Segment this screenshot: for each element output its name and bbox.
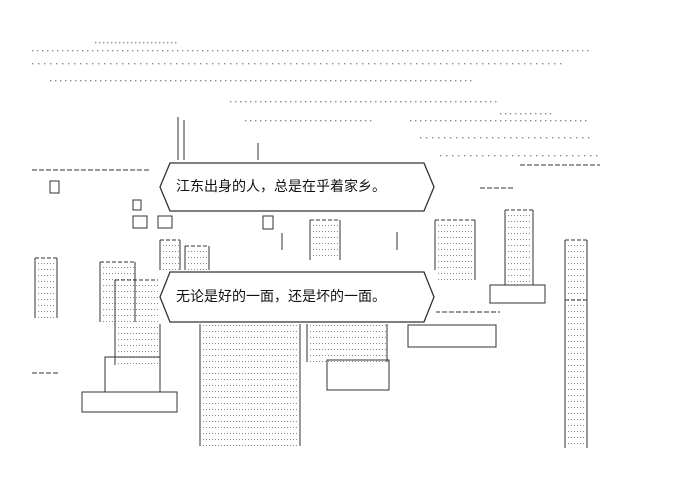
speech-bubble-2-text: 无论是好的一面，还是坏的一面。 [176, 289, 386, 305]
building-right-1 [434, 219, 476, 280]
stub-left-1 [49, 180, 60, 194]
building-left-3 [114, 279, 161, 365]
platform-far-right [489, 284, 546, 304]
sky-dots-10 [500, 113, 552, 115]
building-center-tower [199, 319, 301, 446]
building-center-right [306, 319, 388, 362]
sky-dots-1 [32, 50, 589, 52]
platform-center [326, 359, 390, 391]
building-mid-1 [184, 245, 210, 272]
speech-bubble-1-frame [159, 162, 435, 212]
stub-left-2 [132, 199, 142, 211]
building-left-1 [34, 257, 58, 318]
stub-mid-1 [262, 215, 274, 230]
speech-bubble-2-frame [159, 271, 435, 323]
stub-left-3 [132, 215, 148, 229]
sky-dots-7 [410, 120, 587, 122]
speech-bubble-1-text: 江东出身的人，总是在乎着家乡。 [176, 179, 386, 195]
building-left-2 [99, 261, 136, 322]
crate-left [104, 356, 161, 393]
sky-dots-8 [420, 137, 590, 139]
crate-left-base [81, 391, 178, 413]
sky-dots-5 [230, 101, 497, 103]
sky-dots-3 [32, 63, 562, 65]
building-right-tall [564, 299, 588, 448]
building-right-3 [564, 239, 588, 300]
speech-bubble-2: 无论是好的一面，还是坏的一面。 [158, 270, 436, 324]
speech-bubble-1: 江东出身的人，总是在乎着家乡。 [158, 161, 436, 213]
sky-dots-9 [440, 155, 598, 157]
sky-dots-2 [95, 42, 177, 44]
platform-right [407, 324, 497, 348]
stub-left-4 [157, 215, 173, 229]
building-mid-2 [309, 219, 341, 260]
sky-dots-6 [245, 120, 372, 122]
building-right-2 [504, 209, 534, 285]
sky-dots-4 [50, 80, 472, 82]
